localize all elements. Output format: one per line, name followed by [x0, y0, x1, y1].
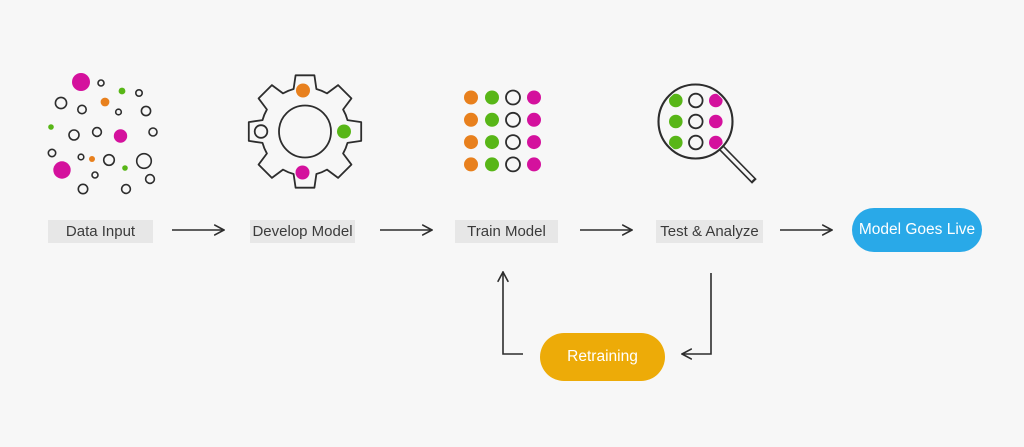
- arrow-test-to-live: [780, 224, 833, 236]
- arrow-retraining-to-train: [497, 271, 523, 355]
- model-goes-live-pill: Model Goes Live: [852, 208, 982, 252]
- scatter-dots-icon: [47, 73, 158, 195]
- arrow-test-to-retraining: [681, 273, 712, 360]
- stage-label-train-model: Train Model: [455, 220, 558, 243]
- stage-label-test-analyze: Test & Analyze: [656, 220, 763, 243]
- flow-arrows: [172, 224, 833, 360]
- retraining-pill: Retraining: [540, 333, 665, 381]
- arrow-develop-to-train: [380, 224, 433, 236]
- arrow-train-to-test: [580, 224, 633, 236]
- gear-icon: [247, 74, 363, 189]
- stage-label-data-input: Data Input: [48, 220, 153, 243]
- arrow-data-input-to-develop: [172, 224, 225, 236]
- stage-label-develop-model: Develop Model: [250, 220, 355, 243]
- magnifier-icon: [657, 83, 757, 184]
- dot-grid-icon: [464, 89, 541, 173]
